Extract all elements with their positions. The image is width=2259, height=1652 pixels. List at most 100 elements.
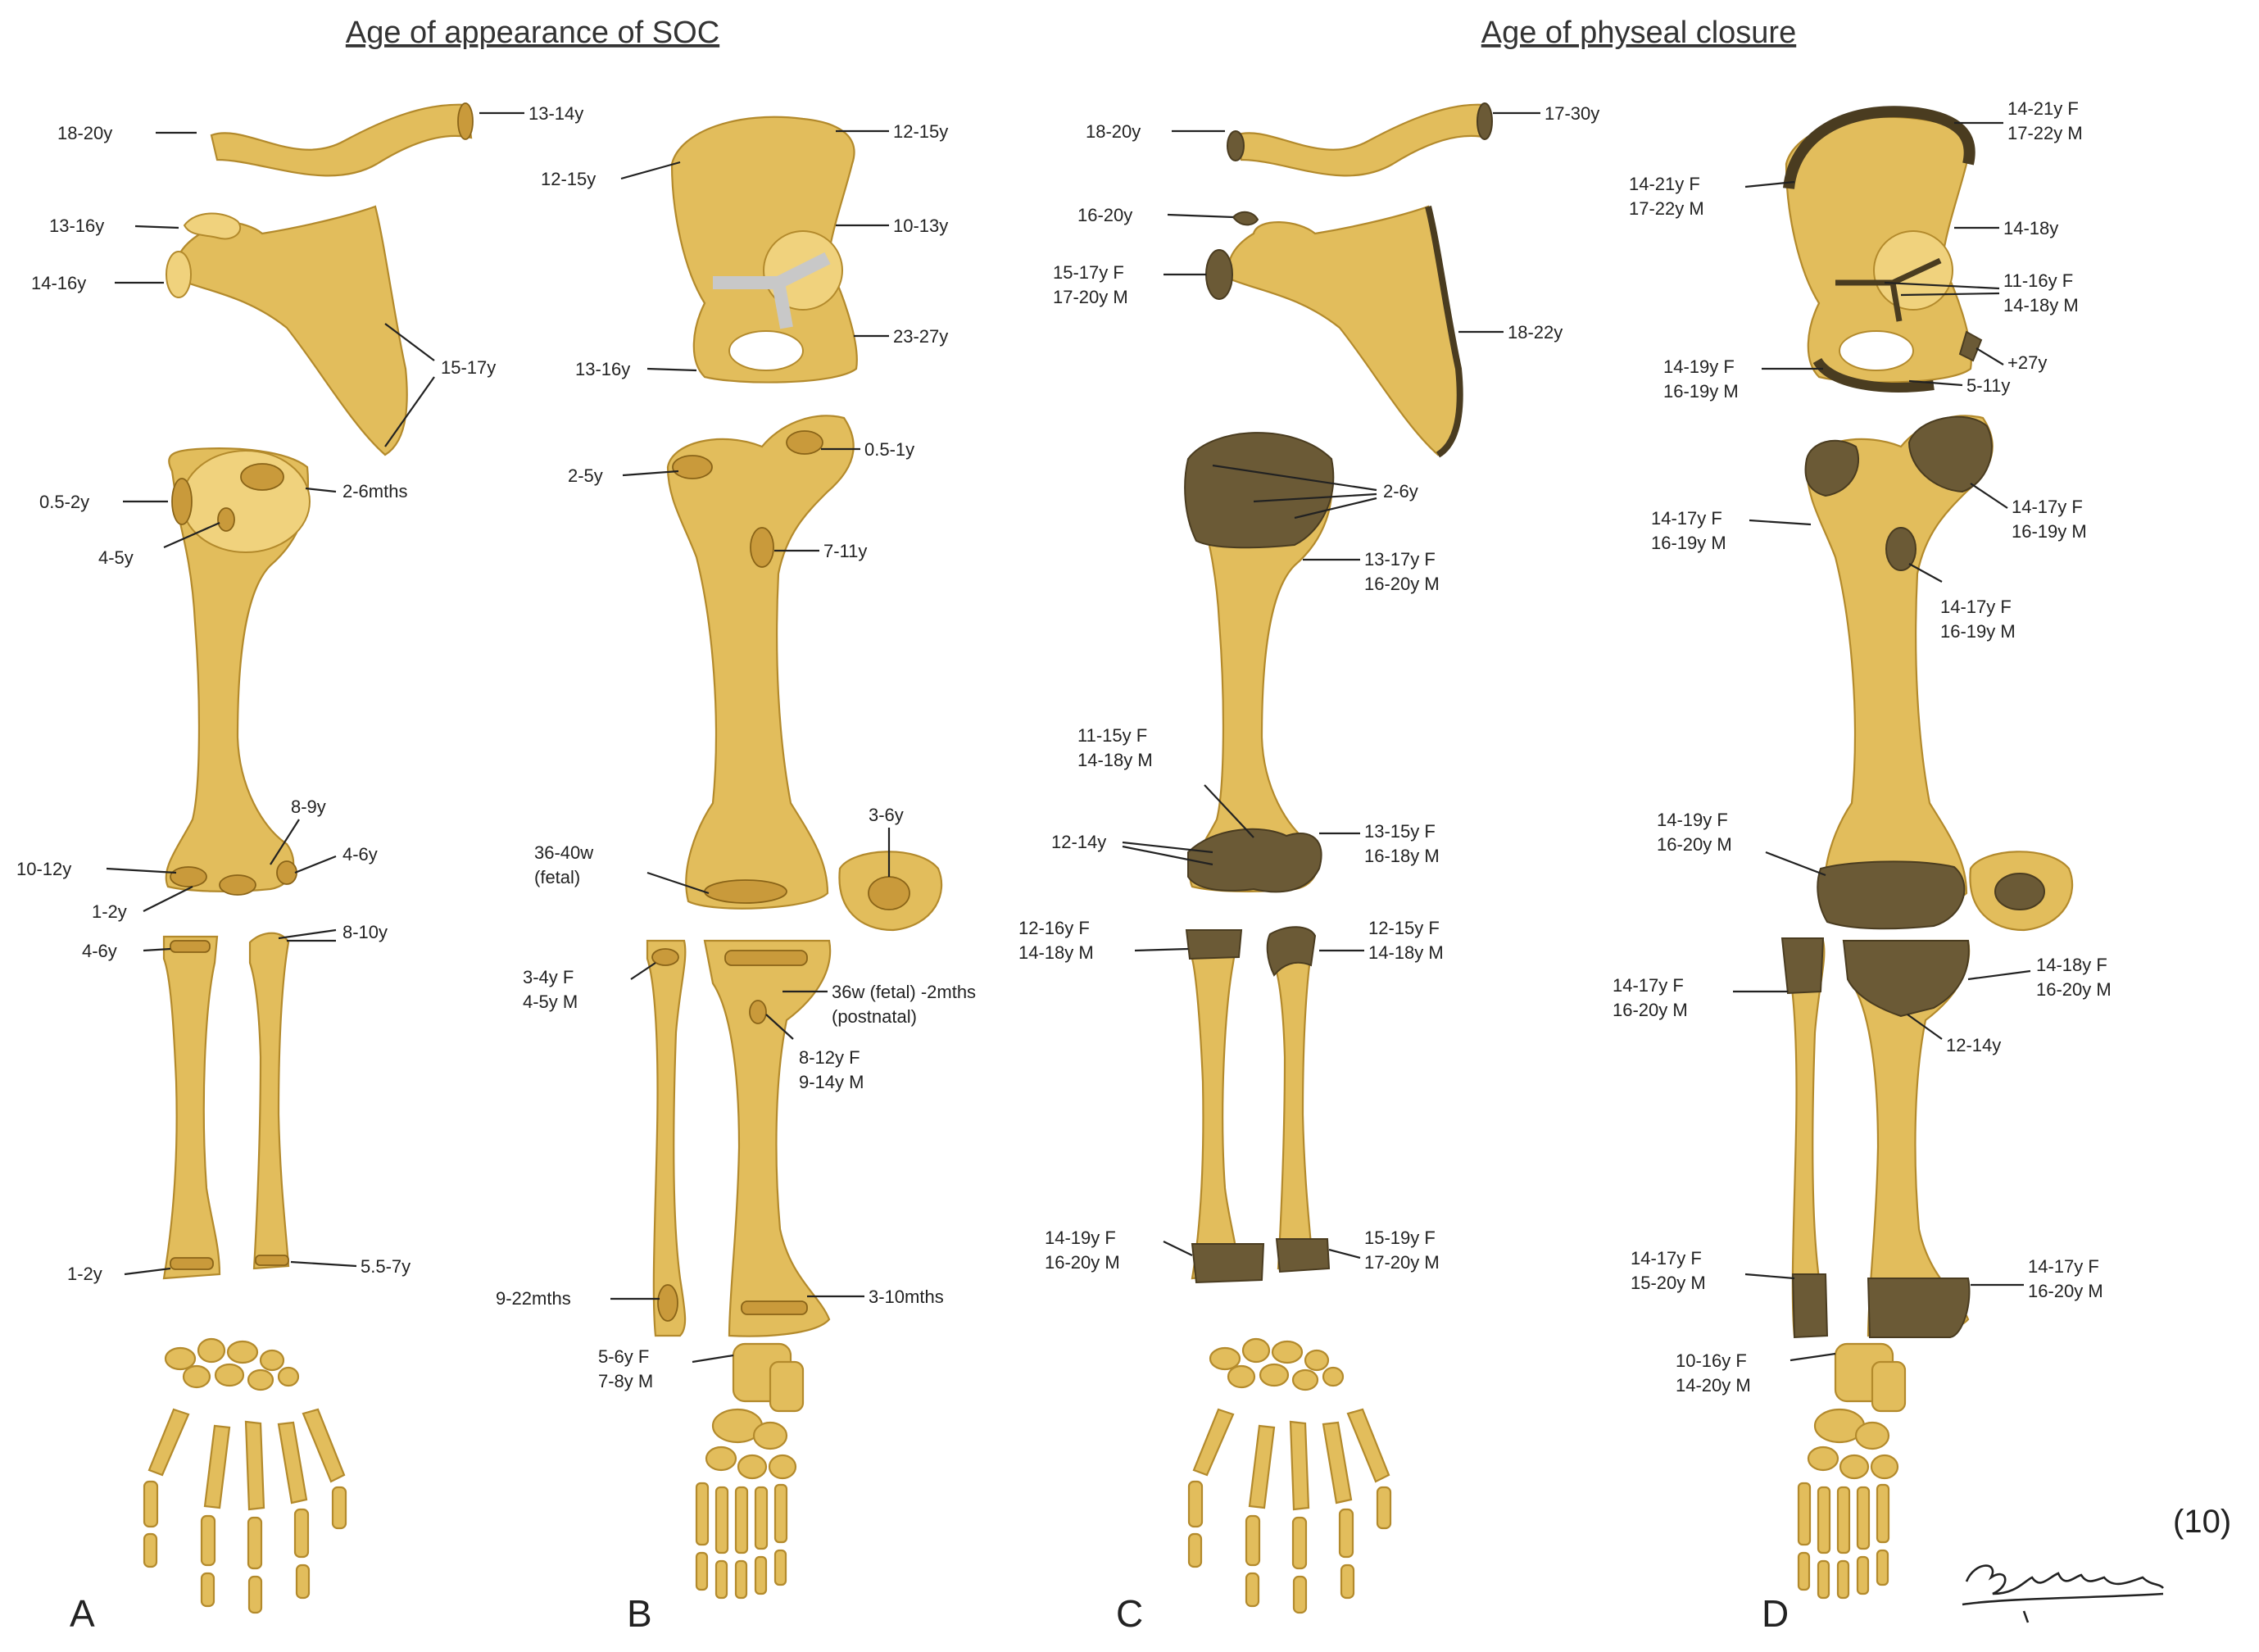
label-d-distal-femur-2: 16-20y M [1657, 834, 1732, 855]
label-b-tibia-proximal-2: (postnatal) [832, 1006, 917, 1027]
label-c-humerus-proximal-2: 16-20y M [1364, 574, 1440, 594]
glenoid-bone [166, 252, 191, 297]
label-d-iliac-crest-left-2: 17-22y M [1629, 198, 1704, 219]
tibia-proximal-soc [725, 951, 807, 965]
fibula-proximal-soc [652, 949, 678, 965]
carpal-bones [166, 1339, 298, 1390]
label-d-greater-trochanter-1: 14-17y F [1651, 508, 1722, 529]
label-a-radius-distal: 1-2y [67, 1264, 102, 1284]
acromion-bone [184, 213, 240, 238]
label-b-distal-femur-1: 36-40w [534, 842, 593, 863]
hand-bones-c [1189, 1409, 1390, 1613]
label-d-femoral-head-1: 14-17y F [2012, 497, 2083, 517]
label-d-tibia-proximal-1: 14-18y F [2036, 955, 2107, 975]
label-c-radius-distal-1: 14-19y F [1045, 1228, 1116, 1248]
label-b-fibula-proximal-1: 3-4y F [523, 967, 574, 987]
label-b-tibia-proximal-1: 36w (fetal) -2mths [832, 982, 976, 1002]
label-c-humerus-proximal-1: 13-17y F [1364, 549, 1436, 570]
label-a-scapula-vertebral: 15-17y [441, 357, 496, 378]
label-d-ischiopubic-2: 16-19y M [1663, 381, 1739, 402]
label-b-greater-trochanter: 2-5y [568, 465, 603, 486]
label-d-fibula-proximal-1: 14-17y F [1613, 975, 1684, 996]
label-b-femoral-head: 0.5-1y [864, 439, 914, 460]
label-b-tibia-distal: 3-10mths [869, 1287, 944, 1307]
label-a-trochlea: 8-9y [291, 796, 326, 817]
label-b-ischial-tuberosity: 23-27y [893, 326, 948, 347]
radius-distal-soc [170, 1258, 213, 1269]
label-a-medial-epicondyle: 10-12y [16, 859, 71, 879]
label-a-scapula: 14-16y [31, 273, 86, 293]
femur-bone [668, 415, 854, 908]
label-a-lateral-epicondyle: 4-6y [342, 844, 378, 865]
fibula-distal-closure [1793, 1274, 1827, 1337]
radius-proximal-closure [1186, 930, 1241, 959]
label-d-fibula-distal-1: 14-17y F [1631, 1248, 1702, 1268]
fibula-distal-soc [658, 1285, 678, 1321]
humerus-head-soc [241, 464, 284, 490]
scapula-bone-c [1228, 206, 1460, 455]
label-b-pubis: 13-16y [575, 359, 630, 379]
label-c-clavicle-left: 18-20y [1086, 121, 1141, 142]
panel-b-letter: B [627, 1592, 652, 1635]
label-a-radius-proximal: 4-6y [82, 941, 117, 961]
label-b-distal-femur-2: (fetal) [534, 867, 580, 887]
label-c-acromion: 16-20y [1077, 205, 1132, 225]
label-c-humerus-distal-left: 12-14y [1051, 832, 1106, 852]
humerus-trochlea-soc [220, 875, 256, 895]
radius-distal-closure [1192, 1244, 1263, 1282]
glenoid-closure [1206, 250, 1232, 299]
label-d-ischiopubic-ramus: 5-11y [1966, 375, 2010, 396]
patella-closure [1995, 874, 2044, 910]
panel-a-letter: A [70, 1592, 95, 1635]
radius-bone-c [1192, 937, 1239, 1278]
panel-a: 18-20y 13-14y 13-16y 14-16y 15-17y 0.5-2… [16, 103, 583, 1635]
clavicle-bone-c [1236, 105, 1487, 176]
label-b-lesser-trochanter: 7-11y [823, 541, 867, 561]
label-c-humerus-medial-1: 11-15y F [1077, 725, 1147, 746]
label-d-calcaneus-2: 14-20y M [1676, 1375, 1751, 1396]
foot-bones [696, 1344, 803, 1598]
clavicle-closure-left [1227, 131, 1244, 161]
label-c-radius-proximal-1: 12-16y F [1018, 918, 1090, 938]
femoral-head-soc [787, 431, 823, 454]
label-a-clavicle-right: 13-14y [528, 103, 583, 124]
fibula-proximal-closure [1782, 938, 1823, 993]
label-d-tibia-proximal-2: 16-20y M [2036, 979, 2112, 1000]
ulna-bone [250, 933, 288, 1268]
radius-bone [164, 937, 220, 1278]
radius-proximal-soc [170, 941, 210, 952]
scapula-bone [175, 206, 407, 455]
label-d-lesser-trochanter-1: 14-17y F [1940, 597, 2012, 617]
foot-bones-d [1799, 1344, 1905, 1598]
lesser-trochanter-soc [751, 528, 773, 567]
label-c-humerus-medial-2: 14-18y M [1077, 750, 1153, 770]
label-c-glenoid-2: 17-20y M [1053, 287, 1128, 307]
distal-femur-closure [1817, 861, 1964, 928]
label-d-ischiopubic-1: 14-19y F [1663, 356, 1735, 377]
label-b-tibial-tuberosity-1: 8-12y F [799, 1047, 860, 1068]
label-a-humerus-lesser: 4-5y [98, 547, 134, 568]
label-d-ischium: +27y [2007, 352, 2047, 373]
label-d-lesser-trochanter-2: 16-19y M [1940, 621, 2016, 642]
humerus-capitulum-soc [170, 867, 206, 887]
label-d-tibia-distal-2: 16-20y M [2028, 1281, 2103, 1301]
label-c-humerus-head: 2-6y [1383, 481, 1418, 502]
patella-soc [869, 877, 909, 910]
label-a-ulna-proximal: 8-10y [342, 922, 388, 942]
panel-c: 18-20y 17-30y 16-20y 15-17y F 17-20y M 1… [1018, 103, 1599, 1635]
tibia-distal-soc [742, 1301, 807, 1314]
label-d-tibia-distal-1: 14-17y F [2028, 1256, 2099, 1277]
panel-d: 14-21y F 17-22y M 14-21y F 17-22y M 14-1… [1613, 98, 2112, 1635]
clavicle-closure-right [1477, 103, 1492, 139]
label-b-iliac-crest-left: 12-15y [541, 169, 596, 189]
humerus-head-closure [1185, 433, 1333, 547]
label-d-greater-trochanter-2: 16-19y M [1651, 533, 1726, 553]
hand-bones [144, 1409, 346, 1613]
ulna-bone-c [1274, 933, 1313, 1268]
acromion-closure [1233, 212, 1258, 225]
label-c-glenoid-1: 15-17y F [1053, 262, 1124, 283]
label-b-patella: 3-6y [869, 805, 904, 825]
label-a-humerus-head: 2-6mths [342, 481, 407, 502]
label-b-fibula-proximal-2: 4-5y M [523, 992, 578, 1012]
